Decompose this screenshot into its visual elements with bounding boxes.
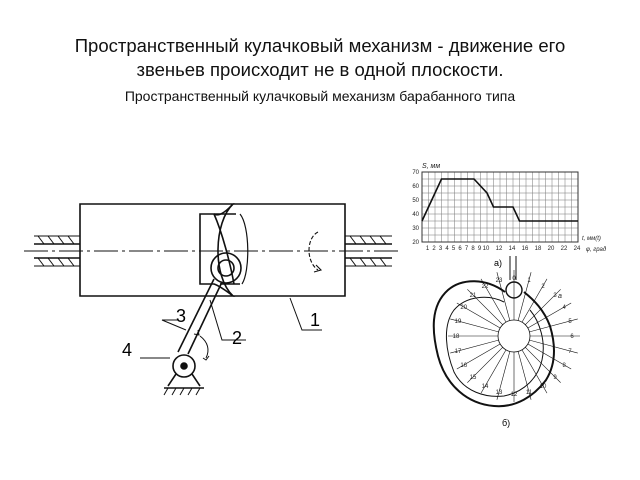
cam-ray: [517, 272, 532, 321]
right-bearing: [345, 235, 392, 267]
cam-ray: [529, 339, 578, 354]
x-axis-label-bottom: φ, град: [586, 247, 607, 253]
cam-ring-number: 16: [460, 363, 467, 369]
cam-ray: [450, 339, 499, 354]
y-tick-label: 70: [412, 170, 419, 176]
callout-4: 4: [122, 340, 132, 360]
cam-ring-number: 19: [455, 319, 462, 325]
cam-ring-number: 11: [526, 390, 533, 396]
x-tick-label: 1: [426, 246, 430, 252]
cam-ring-number: 15: [470, 375, 477, 381]
x-tick-label: 14: [509, 246, 516, 252]
cam-ray: [467, 347, 503, 383]
cam-part-label: б): [502, 418, 510, 428]
x-tick-label: 4: [445, 246, 449, 252]
cam-ray: [527, 343, 572, 370]
y-tick-label: 20: [412, 240, 419, 246]
cam-ray: [517, 351, 532, 400]
cam-ring-number: 18: [453, 334, 460, 340]
x-tick-label: 22: [561, 246, 568, 252]
cam-ring-number: 5: [568, 319, 572, 325]
cam-ray: [480, 278, 507, 323]
cam-ray: [480, 349, 507, 394]
cam-ray: [529, 318, 578, 333]
cam-ring-number: 17: [455, 349, 462, 355]
cam-ring-number: 20: [460, 305, 467, 311]
cam-ray: [521, 278, 548, 323]
cam-ray: [521, 349, 548, 394]
cam-ray: [496, 351, 511, 400]
x-tick-label: 2: [432, 246, 436, 252]
cam-ray: [450, 318, 499, 333]
x-tick-label: 10: [483, 246, 490, 252]
cam-ray: [525, 289, 561, 325]
cam-ray: [456, 302, 501, 329]
cam-ring-number: 0: [512, 276, 516, 282]
cam-ray: [456, 343, 501, 370]
cam-inner-profile: [445, 296, 544, 397]
displacement-curve: [421, 178, 578, 222]
y-tick-label: 30: [412, 226, 419, 232]
cam-ring-number: 4: [563, 305, 567, 311]
x-tick-label: 16: [522, 246, 529, 252]
x-tick-label: 9: [478, 246, 482, 252]
x-tick-label: 6: [458, 246, 462, 252]
cam-ring-number: 2: [541, 284, 545, 290]
cam-ring-number: 10: [540, 384, 547, 390]
x-tick-label: 5: [452, 246, 456, 252]
title-line-2: звеньев происходит не в одной плоскости.: [136, 59, 504, 80]
cam-ring-number: 22: [482, 284, 489, 290]
callout-2: 2: [232, 328, 242, 348]
cam-ray: [527, 302, 572, 329]
cam-ray: [525, 347, 561, 383]
x-axis-label-top: t, мм(t): [582, 236, 601, 242]
x-tick-label: 7: [465, 246, 469, 252]
cam-ray: [496, 272, 511, 321]
x-tick-label: 18: [535, 246, 542, 252]
cam-ring-number: 7: [568, 349, 572, 355]
cam-ring-number: 6: [570, 334, 574, 340]
x-tick-label: 3: [439, 246, 443, 252]
cam-ring-number: 8: [563, 363, 567, 369]
cam-outer-profile: [432, 280, 556, 408]
cam-ring-number: 1: [527, 278, 531, 284]
cam-ring-number: 3: [553, 293, 557, 299]
x-tick-label: 20: [548, 246, 555, 252]
cam-ring-number: 12: [511, 392, 518, 398]
x-tick-label: 8: [471, 246, 475, 252]
callout-3: 3: [176, 306, 186, 326]
cam-ring-number: 9: [553, 375, 557, 381]
cam-ring-number: 23: [496, 278, 503, 284]
cam-ring-number: 13: [496, 390, 503, 396]
pivot-support: [163, 354, 204, 396]
y-axis-label: S, мм: [422, 163, 440, 170]
left-bearing: [34, 235, 80, 267]
roller-follower: [177, 252, 242, 361]
cam-a-label: a: [558, 293, 562, 300]
x-tick-label: 24: [574, 246, 581, 252]
y-tick-label: 40: [412, 212, 419, 218]
drum-cam: [79, 203, 346, 297]
cam-ray: [467, 289, 503, 325]
callout-1: 1: [310, 310, 320, 330]
graph-part-label: а): [494, 258, 502, 268]
cam-ring-number: 14: [482, 384, 489, 390]
title-line-1: Пространственный кулачковый механизм - д…: [74, 35, 566, 56]
subtitle: Пространственный кулачковый механизм бар…: [124, 88, 516, 104]
callout-leaders: [140, 297, 322, 359]
y-tick-label: 50: [412, 198, 419, 204]
x-tick-label: 12: [496, 246, 503, 252]
cam-ring-number: 21: [470, 293, 477, 299]
y-tick-label: 60: [412, 184, 419, 190]
